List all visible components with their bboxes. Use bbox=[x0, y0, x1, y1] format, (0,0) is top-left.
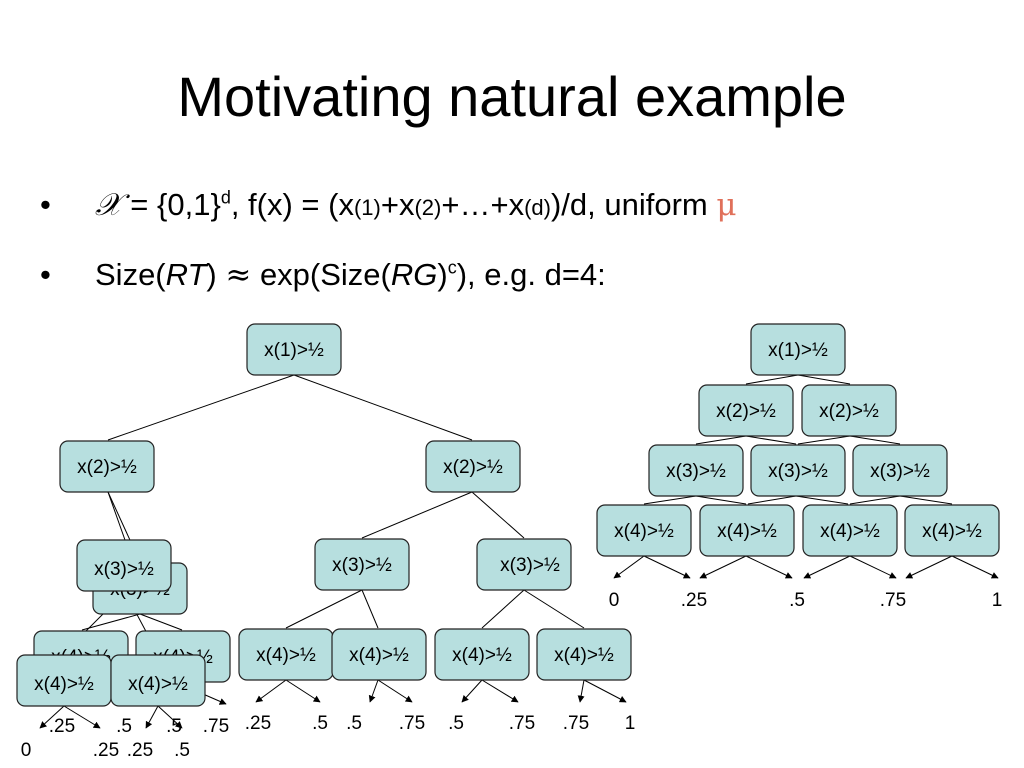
right-x3-node-b: x(3)>½ bbox=[750, 444, 846, 497]
right-x3-node-a: x(3)>½ bbox=[648, 444, 744, 497]
bullet-1-text: 𝒳 = {0,1}d, f(x) = (x(1)+x(2)+…+x(d))/d,… bbox=[95, 186, 737, 227]
bullet-2-exp: exp(Size( bbox=[251, 257, 391, 292]
leaf-value: .5 bbox=[174, 740, 190, 761]
bullet-dot: • bbox=[40, 257, 51, 292]
bullet-2-text: Size(RT) ≈ exp(Size(RG)c), e.g. d=4: bbox=[95, 256, 606, 294]
bullet-1-eq: = {0,1} bbox=[121, 187, 221, 222]
node-label: x(1)>½ bbox=[768, 340, 828, 361]
left-x2-node-b: x(2)>½ bbox=[425, 440, 521, 493]
right-x4-node-d: x(4)>½ bbox=[904, 504, 1000, 557]
rt-term: RT bbox=[165, 257, 207, 292]
bullet-1-tail: )/d, uniform bbox=[550, 187, 717, 222]
bullet-1-plus1: +x bbox=[380, 187, 415, 222]
right-x4-node-c: x(4)>½ bbox=[802, 504, 898, 557]
leaf-value: 1 bbox=[992, 590, 1003, 611]
leaf-value: .25 bbox=[127, 740, 153, 761]
leaf-value: 0 bbox=[21, 740, 32, 761]
node-label: x(3)>½ bbox=[666, 461, 726, 482]
left-x4-node-h: x(4)>½ bbox=[536, 628, 632, 681]
bullet-2-close: ) bbox=[206, 257, 226, 292]
node-label: x(4)>½ bbox=[820, 521, 880, 542]
leaf-value: .25 bbox=[681, 590, 707, 611]
sub-1: (1) bbox=[353, 195, 381, 220]
node-label: x(4)>½ bbox=[256, 645, 316, 666]
left-x3-node-c: x(3)>½ bbox=[314, 538, 410, 591]
bullet-2-tail: ), e.g. d=4: bbox=[456, 257, 606, 292]
node-label: x(4)>½ bbox=[614, 521, 674, 542]
left-x2-node-a: x(2)>½ bbox=[59, 440, 155, 493]
domain-symbol: 𝒳 bbox=[95, 187, 122, 223]
left-x4-node-front-a: x(4)>½ bbox=[16, 654, 112, 707]
node-label: x(3)>½ bbox=[768, 461, 828, 482]
node-label: x(2)>½ bbox=[819, 401, 879, 422]
left-x4-node-front-b: x(4)>½ bbox=[110, 654, 206, 707]
mu-symbol: μ bbox=[716, 187, 737, 223]
left-x3-node-d: x(3)>½ bbox=[476, 538, 572, 591]
leaf-value: .75 bbox=[563, 713, 589, 734]
node-label: x(3)>½ bbox=[870, 461, 930, 482]
sub-2: (2) bbox=[414, 195, 442, 220]
left-x4-node-g: x(4)>½ bbox=[434, 628, 530, 681]
bullet-dot: • bbox=[40, 187, 51, 222]
leaf-value: .75 bbox=[880, 590, 906, 611]
right-x3-node-c: x(3)>½ bbox=[852, 444, 948, 497]
leaf-value: .5 bbox=[312, 713, 328, 734]
node-label: x(2)>½ bbox=[443, 457, 503, 478]
left-x4-node-f: x(4)>½ bbox=[331, 628, 427, 681]
leaf-value: .75 bbox=[509, 713, 535, 734]
leaf-value: 1 bbox=[625, 713, 636, 734]
right-tree-leaves: 0 .25 .5 .75 1 bbox=[609, 590, 1003, 611]
superscript-d: d bbox=[220, 187, 231, 208]
leaf-value: .5 bbox=[346, 713, 362, 734]
leaf-value: .75 bbox=[203, 716, 229, 737]
node-label: x(2)>½ bbox=[716, 401, 776, 422]
node-label: x(1)>½ bbox=[264, 340, 324, 361]
node-label: x(3)>½ bbox=[94, 559, 154, 580]
right-tree-leaf-arrows bbox=[613, 555, 999, 579]
node-label: x(4)>½ bbox=[34, 674, 94, 695]
left-root-node: x(1)>½ bbox=[246, 323, 342, 376]
node-label: x(4)>½ bbox=[128, 674, 188, 695]
leaf-value: .25 bbox=[245, 713, 271, 734]
leaf-value: 0 bbox=[609, 590, 620, 611]
right-x2-node-a: x(2)>½ bbox=[698, 384, 794, 437]
rg-term: RG bbox=[390, 257, 438, 292]
right-root-node: x(1)>½ bbox=[750, 323, 846, 376]
right-x2-node-b: x(2)>½ bbox=[801, 384, 897, 437]
leaf-value: .5 bbox=[166, 716, 182, 737]
sub-d: (d) bbox=[524, 195, 551, 220]
leaf-value: .5 bbox=[789, 590, 805, 611]
left-x4-node-e: x(4)>½ bbox=[238, 628, 334, 681]
node-label: x(3)>½ bbox=[500, 555, 560, 576]
bullet-1-fx: , f(x) = (x bbox=[230, 187, 354, 222]
node-label: x(4)>½ bbox=[554, 645, 614, 666]
superscript-c: c bbox=[447, 257, 457, 278]
right-x4-node-a: x(4)>½ bbox=[596, 504, 692, 557]
node-label: x(3)>½ bbox=[332, 555, 392, 576]
bullet-1-plus2: +…+x bbox=[441, 187, 525, 222]
leaf-value: .5 bbox=[448, 713, 464, 734]
leaf-value: .5 bbox=[116, 716, 132, 737]
right-x4-node-b: x(4)>½ bbox=[699, 504, 795, 557]
bullet-2-close2: ) bbox=[437, 257, 448, 292]
node-label: x(2)>½ bbox=[77, 457, 137, 478]
slide-title: Motivating natural example bbox=[177, 65, 847, 128]
node-label: x(4)>½ bbox=[349, 645, 409, 666]
approx-symbol: ≈ bbox=[225, 257, 252, 293]
leaf-value: .25 bbox=[93, 740, 119, 761]
right-tree-edges bbox=[643, 374, 953, 505]
leaf-value: .75 bbox=[399, 713, 425, 734]
leaf-value: .25 bbox=[49, 716, 75, 737]
node-label: x(4)>½ bbox=[922, 521, 982, 542]
node-label: x(4)>½ bbox=[717, 521, 777, 542]
node-label: x(4)>½ bbox=[452, 645, 512, 666]
left-tree-leaves: 0 .25 .25 .5 .25 .5 .5 .75 .25 .5 .5 .75… bbox=[21, 713, 636, 761]
bullet-2-size: Size( bbox=[95, 257, 166, 292]
left-x3-node-front: x(3)>½ bbox=[76, 539, 172, 592]
